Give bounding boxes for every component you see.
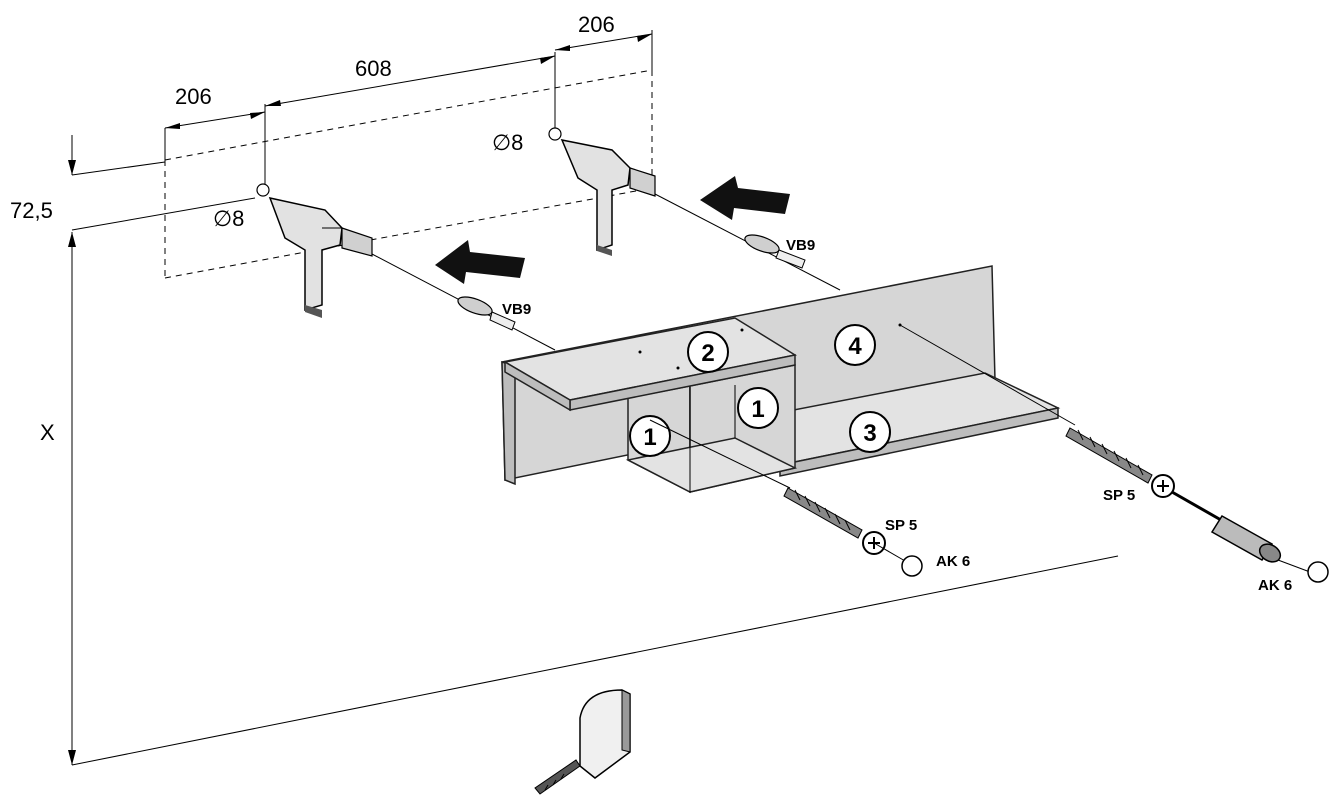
drill-icon [560, 138, 656, 256]
screwdriver-icon [1171, 490, 1311, 573]
dimension-lines [68, 30, 1119, 766]
dim-206-right: 206 [578, 12, 615, 37]
tape-measure-icon [534, 689, 631, 795]
drill-icon [268, 196, 373, 318]
dowel-icon [744, 234, 806, 269]
screw-label-right: SP 5 [1103, 487, 1135, 504]
cap-label-left: AK 6 [936, 553, 970, 570]
dim-x: X [40, 420, 55, 445]
dim-72-5: 72,5 [10, 198, 53, 223]
dim-206-left: 206 [175, 84, 212, 109]
screw-label-left: SP 5 [885, 517, 917, 534]
drill-hole-right [548, 127, 562, 141]
dowel-label-left: VB9 [502, 301, 531, 318]
part-badge-4: 4 [834, 324, 876, 366]
part-number-2: 2 [701, 340, 714, 367]
shelf-unit [501, 265, 1061, 494]
part-badge-1b: 1 [737, 387, 779, 429]
dowel-icon [457, 296, 516, 331]
part-number-3: 3 [863, 420, 876, 447]
part-badge-3: 3 [849, 411, 891, 453]
cap-icon-right [1307, 561, 1329, 583]
screw-icon [783, 487, 886, 555]
drill-size-right: ∅8 [492, 130, 523, 155]
arrow-icon [435, 240, 525, 284]
screw-icon [1065, 427, 1175, 498]
arrow-icon [700, 176, 790, 220]
dowel-label-right: VB9 [786, 237, 815, 254]
cap-label-right: AK 6 [1258, 577, 1292, 594]
part-number-4: 4 [848, 333, 862, 360]
part-number-1b: 1 [751, 396, 764, 423]
dim-608: 608 [355, 56, 392, 81]
cap-icon-left [901, 555, 923, 577]
part-badge-2: 2 [687, 331, 729, 373]
drill-hole-left [256, 183, 270, 197]
part-number-1a: 1 [643, 424, 656, 451]
drill-size-left: ∅8 [213, 206, 244, 231]
part-badge-1a: 1 [629, 415, 671, 457]
